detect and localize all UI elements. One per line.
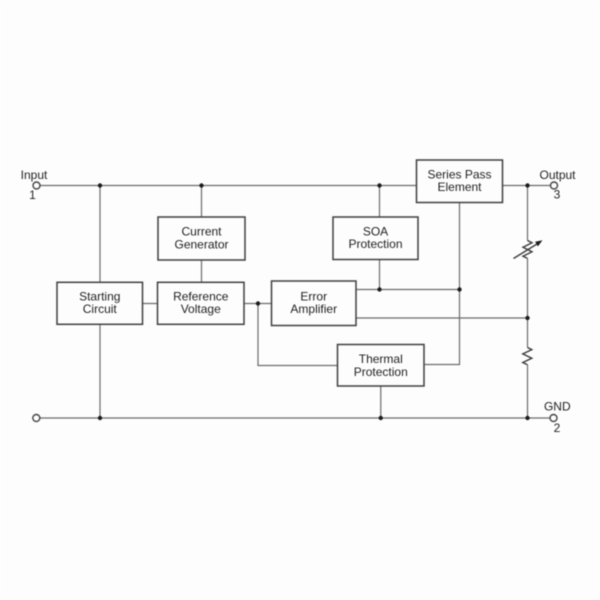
svg-text:Current: Current — [181, 225, 222, 239]
svg-text:GND: GND — [544, 400, 571, 414]
svg-text:Series Pass: Series Pass — [427, 167, 491, 181]
svg-text:Protection: Protection — [348, 237, 402, 251]
svg-text:Generator: Generator — [174, 237, 228, 251]
svg-text:Starting: Starting — [79, 289, 120, 303]
svg-text:Voltage: Voltage — [181, 302, 221, 316]
svg-text:Element: Element — [437, 180, 482, 194]
svg-text:Input: Input — [21, 168, 48, 182]
svg-text:Reference: Reference — [173, 289, 229, 303]
svg-text:Protection: Protection — [354, 365, 408, 379]
svg-text:SOA: SOA — [363, 224, 388, 238]
svg-text:Error: Error — [300, 289, 327, 303]
svg-text:2: 2 — [554, 421, 561, 435]
svg-text:Amplifier: Amplifier — [290, 302, 337, 316]
svg-text:3: 3 — [554, 188, 561, 202]
svg-text:Circuit: Circuit — [83, 302, 118, 316]
svg-text:1: 1 — [29, 188, 36, 202]
svg-text:Output: Output — [539, 168, 576, 182]
svg-text:Thermal: Thermal — [359, 352, 403, 366]
